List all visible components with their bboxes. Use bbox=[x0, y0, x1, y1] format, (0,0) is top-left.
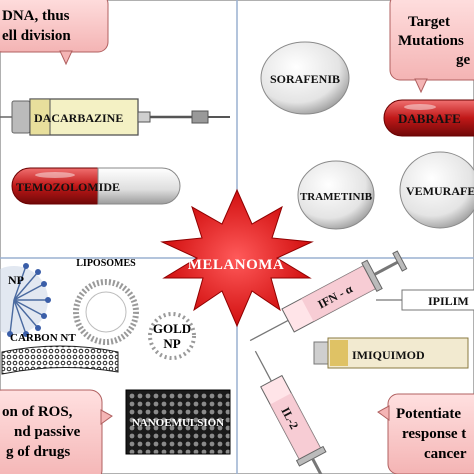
top-right-quadrant: Target Mutations ge SORAFENIB DABRAFE TR… bbox=[260, 0, 474, 230]
drug-label-vemurafenib: VEMURAFE bbox=[406, 184, 474, 198]
dacarbazine-syringe: DACARBAZINE bbox=[0, 98, 230, 136]
nanoemulsion: NANOEMULSION bbox=[125, 389, 231, 455]
callout-line: Mutations bbox=[398, 33, 464, 49]
drug-label-trametinib: TRAMETINIB bbox=[300, 191, 373, 203]
ipilimumab-syringe: IPILIM bbox=[376, 289, 474, 311]
callout-line: nd passive bbox=[14, 424, 81, 440]
drug-label-dacarbazine: DACARBAZINE bbox=[34, 111, 123, 125]
sorafenib-pill: SORAFENIB bbox=[260, 41, 350, 115]
carrier-label-np: NP bbox=[8, 273, 24, 287]
drug-label-temozolomide: TEMOZOLOMIDE bbox=[16, 180, 120, 194]
callout-line: DNA, thus bbox=[2, 8, 70, 24]
trametinib-pill: TRAMETINIB bbox=[297, 160, 375, 230]
carrier-label-gold: GOLD bbox=[153, 321, 191, 336]
callout-line: ge bbox=[456, 52, 471, 68]
carrier-label-carbon-nt: CARBON NT bbox=[10, 332, 76, 344]
vemurafenib-pill: VEMURAFE bbox=[399, 151, 474, 229]
bottom-right-quadrant: IFN - α IPILIM IMIQUIMOD IL-2 bbox=[249, 250, 474, 474]
carrier-label-nanoemulsion: NANOEMULSION bbox=[132, 417, 224, 429]
callout-line: Target bbox=[408, 14, 450, 30]
imiquimod-tube: IMIQUIMOD bbox=[313, 337, 469, 369]
melanoma-star: MELANOMA bbox=[160, 188, 314, 328]
bottom-left-quadrant: NP LIPOSOMES CARBON NT GOLD NP NANOEMULS… bbox=[0, 258, 231, 474]
melanoma-label: MELANOMA bbox=[188, 257, 285, 273]
temozolomide-capsule: TEMOZOLOMIDE bbox=[11, 167, 181, 205]
callout-line: g of drugs bbox=[6, 444, 70, 460]
drug-label-sorafenib: SORAFENIB bbox=[270, 72, 340, 86]
drug-label-dabrafenib: DABRAFE bbox=[398, 111, 461, 126]
callout-line: response t bbox=[402, 426, 466, 442]
callout-line: Potentiate bbox=[396, 406, 461, 422]
carbon-nanotube: CARBON NT bbox=[1, 332, 119, 375]
carrier-label-gold-np: NP bbox=[163, 336, 180, 351]
nanoparticle-np: NP bbox=[0, 263, 51, 337]
drug-label-imiquimod: IMIQUIMOD bbox=[352, 348, 425, 362]
callout-box-bottom-right: Potentiate response t cancer bbox=[377, 393, 474, 474]
callout-line: ell division bbox=[2, 28, 71, 44]
callout-box-top-left: DNA, thus ell division bbox=[0, 0, 109, 66]
callout-box-bottom-left: on of ROS, nd passive g of drugs bbox=[0, 389, 113, 474]
callout-line: on of ROS, bbox=[2, 404, 73, 420]
dabrafenib-capsule: DABRAFE bbox=[383, 99, 474, 137]
liposome: LIPOSOMES bbox=[73, 258, 139, 345]
callout-line: cancer bbox=[424, 446, 467, 462]
drug-label-ipilimumab: IPILIM bbox=[428, 294, 469, 308]
gold-nanoparticle: GOLD NP bbox=[148, 312, 196, 360]
callout-box-top-right: Target Mutations ge bbox=[389, 0, 474, 94]
top-left-quadrant: DNA, thus ell division DACARBAZINE TEMOZ… bbox=[0, 0, 230, 205]
carrier-label-liposomes: LIPOSOMES bbox=[76, 258, 136, 269]
il2-syringe: IL-2 bbox=[254, 350, 327, 474]
